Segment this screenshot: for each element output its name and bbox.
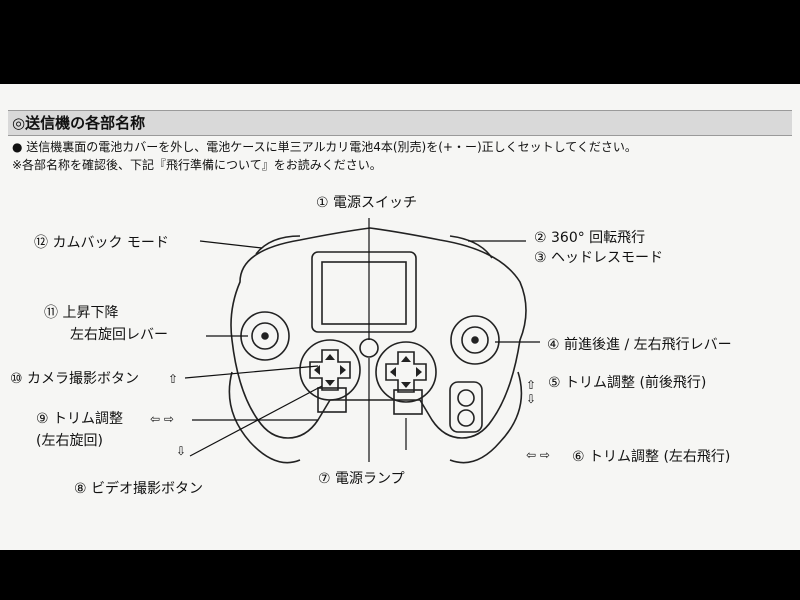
label-trim-left-right: ⑥ トリム調整 (左右飛行) bbox=[572, 449, 731, 465]
leader-video bbox=[189, 385, 323, 457]
section-title: ◎送信機の各部名称 bbox=[12, 114, 146, 132]
label-360-rotate: ② 360° 回転飛行 bbox=[534, 230, 646, 246]
arrow-lr-trim-lr: ⇦ ⇨ bbox=[526, 448, 550, 462]
arrow-down-trim-fb: ⇩ bbox=[526, 392, 537, 406]
label-trim-rotation-2: (左右旋回) bbox=[36, 433, 103, 449]
label-trim-forward-back: ⑤ トリム調整 (前後飛行) bbox=[548, 375, 707, 391]
arrow-lr-trim-rot: ⇦ ⇨ bbox=[150, 412, 174, 426]
arrow-up-camera: ⇧ bbox=[168, 372, 179, 386]
label-fwd-lr-lever: ④ 前進後進 / 左右飛行レバー bbox=[547, 337, 732, 353]
battery-note: ● 送信機裏面の電池カバーを外し、電池ケースに単三アルカリ電池4本(別売)を(+… bbox=[12, 140, 637, 154]
label-headless-mode: ③ ヘッドレスモード bbox=[534, 250, 664, 266]
display-screen-frame bbox=[311, 251, 417, 333]
left-trim-box bbox=[317, 387, 347, 413]
leader-comeback bbox=[199, 240, 263, 249]
arrow-down-trim-rot: ⇩ bbox=[176, 444, 187, 458]
label-trim-rotation-1: ⑨ トリム調整 bbox=[36, 411, 124, 427]
power-lamp-ring bbox=[359, 338, 379, 358]
left-grip bbox=[228, 371, 301, 464]
left-bumper bbox=[255, 235, 301, 255]
left-stick-inner bbox=[251, 322, 279, 350]
leader-camera bbox=[184, 365, 319, 379]
right-trim-box bbox=[393, 389, 423, 415]
right-grip bbox=[449, 371, 523, 464]
label-video-button: ⑧ ビデオ撮影ボタン bbox=[74, 481, 204, 497]
reading-note: ※各部名称を確認後、下記『飛行準備について』をお読みください。 bbox=[12, 158, 382, 172]
label-updown-2: 左右旋回レバー bbox=[70, 327, 168, 343]
section-header-band bbox=[8, 110, 792, 136]
side-button-panel bbox=[449, 381, 483, 433]
display-screen bbox=[321, 261, 407, 325]
right-stick-outer bbox=[450, 315, 500, 365]
right-dpad-ring bbox=[375, 341, 437, 403]
label-power-switch: ① 電源スイッチ bbox=[316, 195, 418, 211]
label-power-lamp: ⑦ 電源ランプ bbox=[318, 471, 405, 487]
left-dpad-cross bbox=[309, 349, 351, 391]
right-dpad-cross bbox=[385, 351, 427, 393]
manual-page: ◎送信機の各部名称 ● 送信機裏面の電池カバーを外し、電池ケースに単三アルカリ電… bbox=[0, 84, 800, 550]
left-dpad-ring bbox=[299, 339, 361, 401]
label-updown-1: ⑪ 上昇下降 bbox=[44, 305, 119, 321]
label-comeback-mode: ⑫ カムバック モード bbox=[34, 235, 169, 251]
right-stick-inner bbox=[461, 326, 489, 354]
label-camera-button: ⑩ カメラ撮影ボタン bbox=[10, 371, 140, 387]
right-bumper bbox=[449, 235, 493, 259]
arrow-up-trim-fb: ⇧ bbox=[526, 378, 537, 392]
